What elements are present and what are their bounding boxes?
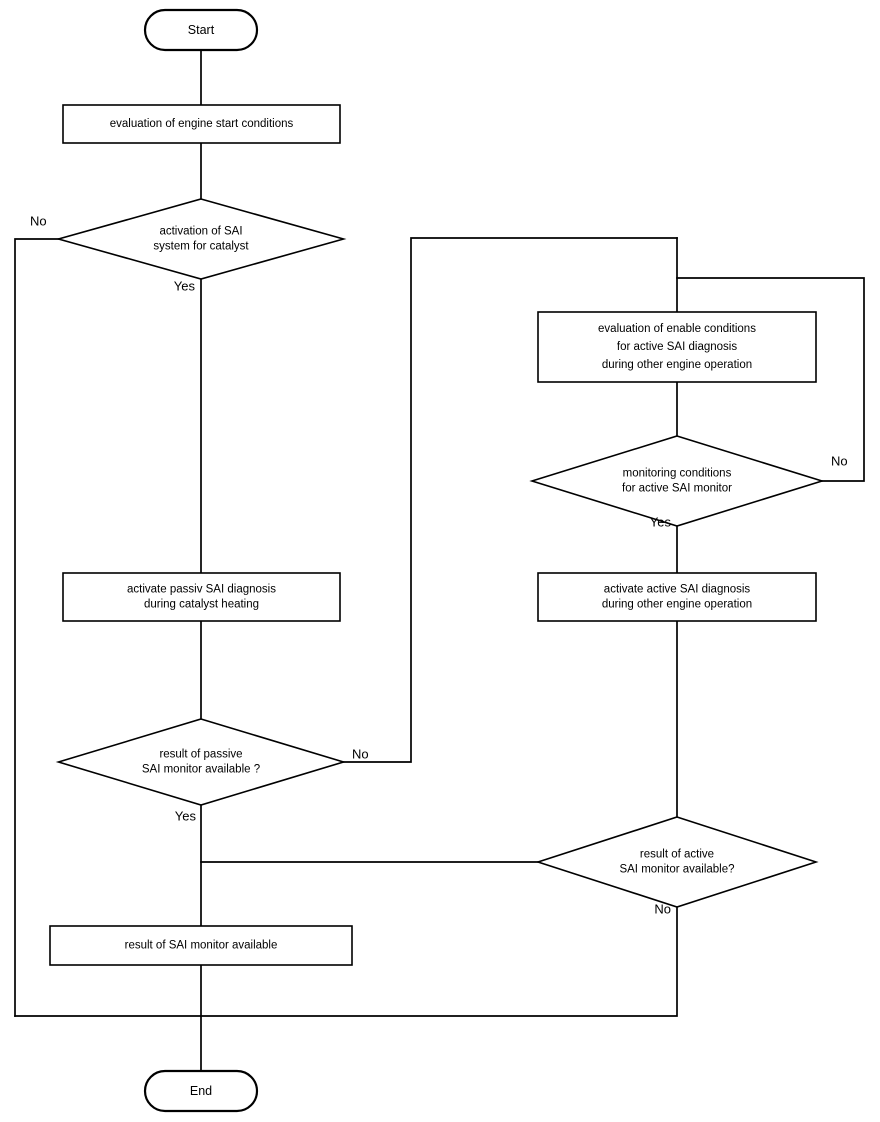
branch-label-passive-no: No <box>352 746 369 761</box>
decision-shape <box>55 198 347 280</box>
node-result-sai-monitor-available[interactable]: result of SAI monitor available <box>49 925 353 966</box>
process-label-line: during other engine operation <box>602 359 752 371</box>
branch-label-monitoring-no: No <box>831 453 848 468</box>
node-end[interactable]: End <box>143 1069 259 1113</box>
decision-label-line: SAI monitor available? <box>619 864 734 876</box>
decision-label-line: for active SAI monitor <box>622 483 732 495</box>
branch-label-monitoring-yes: Yes <box>650 514 672 529</box>
terminator-shape <box>143 8 259 52</box>
node-activation-sai-decision[interactable]: activation of SAI system for catalyst <box>55 198 347 280</box>
branch-label-activation-no: No <box>30 213 47 228</box>
node-monitoring-conditions-decision[interactable]: monitoring conditions for active SAI moni… <box>529 435 825 527</box>
process-label-line: during catalyst heating <box>144 599 259 611</box>
nodes-layer: Start evaluation of engine start conditio… <box>49 8 825 1113</box>
branch-label-activation-yes: Yes <box>174 278 196 293</box>
connector-monitoring-no-loop <box>676 277 865 482</box>
terminator-label: End <box>190 1084 212 1098</box>
node-start[interactable]: Start <box>143 8 259 52</box>
terminator-shape <box>143 1069 259 1113</box>
process-shape <box>49 925 353 966</box>
process-label-line: during other engine operation <box>602 599 752 611</box>
node-evaluation-enable-conditions[interactable]: evaluation of enable conditions for activ… <box>537 311 817 383</box>
node-evaluation-start-conditions[interactable]: evaluation of engine start conditions <box>62 104 341 144</box>
branch-label-active-no: No <box>654 901 671 916</box>
process-label-line: activate passiv SAI diagnosis <box>127 584 276 596</box>
decision-label-line: system for catalyst <box>153 241 249 253</box>
connector-passive-no-to-up-rail <box>343 237 678 763</box>
process-label-line: evaluation of engine start conditions <box>110 118 294 130</box>
process-label-line: for active SAI diagnosis <box>617 341 737 353</box>
connector-active-no-to-bottom-rail <box>14 906 678 1017</box>
process-shape <box>537 572 817 622</box>
process-shape <box>62 572 341 622</box>
terminator-label: Start <box>188 23 215 37</box>
process-label-line: activate active SAI diagnosis <box>604 584 751 596</box>
decision-label-line: SAI monitor available ? <box>142 764 260 776</box>
decision-label-line: result of active <box>640 849 714 861</box>
node-activate-active-diagnosis[interactable]: activate active SAI diagnosis during othe… <box>537 572 817 622</box>
branch-label-passive-yes: Yes <box>175 808 197 823</box>
node-activate-passive-diagnosis[interactable]: activate passiv SAI diagnosis during cata… <box>62 572 341 622</box>
process-label-line: result of SAI monitor available <box>125 940 278 952</box>
connectors-layer <box>14 49 865 1072</box>
decision-label-line: result of passive <box>159 749 242 761</box>
process-shape <box>537 311 817 383</box>
decision-shape <box>535 816 819 908</box>
connector-activation-no-to-left-rail <box>14 238 60 1017</box>
decision-label-line: activation of SAI <box>159 226 242 238</box>
process-shape <box>62 104 341 144</box>
decision-shape <box>529 435 825 527</box>
decision-shape <box>55 718 347 806</box>
decision-label-line: monitoring conditions <box>623 468 732 480</box>
process-label-line: evaluation of enable conditions <box>598 323 756 335</box>
